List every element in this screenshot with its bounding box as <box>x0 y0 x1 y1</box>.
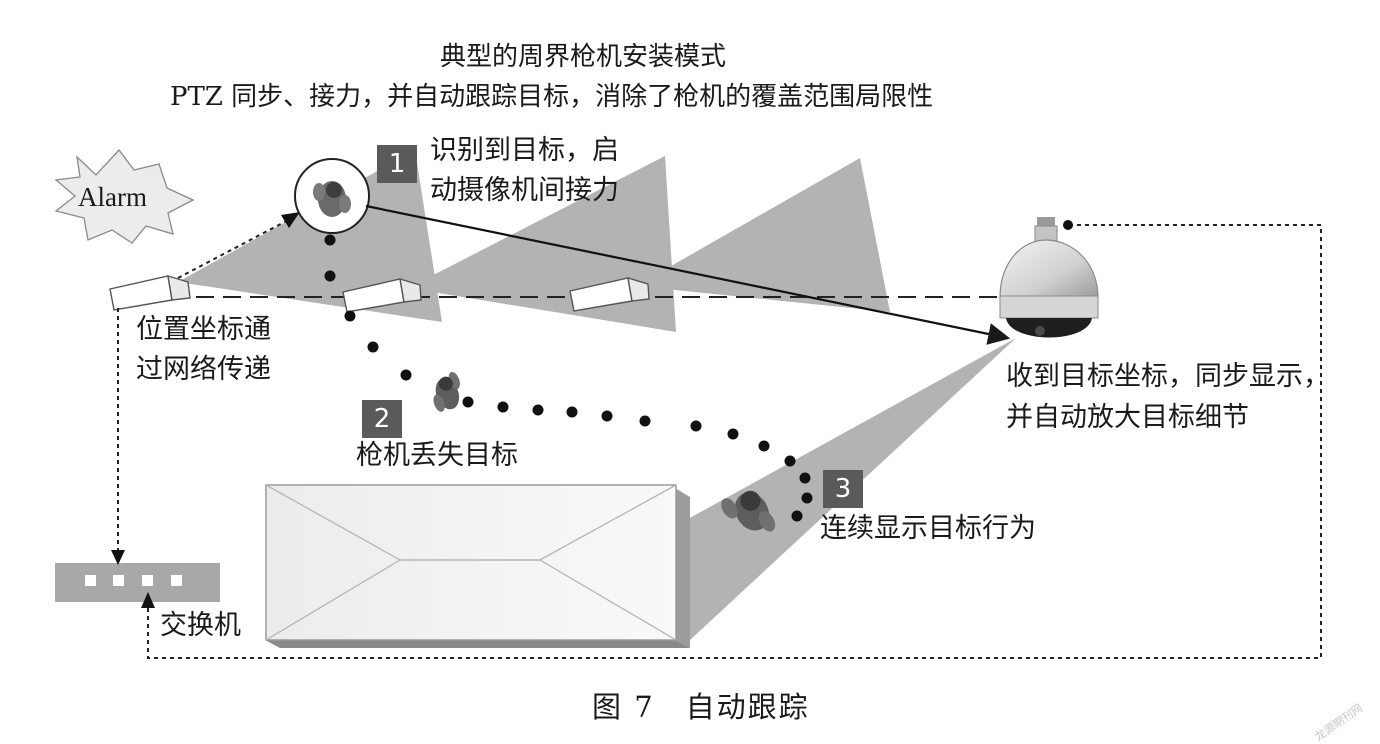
step-2-label: 枪机丢失目标 <box>356 440 518 471</box>
bullet-camera-icon <box>109 275 191 311</box>
bullet-camera-icon <box>569 277 650 312</box>
beam-camera-1 <box>178 150 442 322</box>
ptz-text-line-1: 收到目标坐标，同步显示， <box>1006 361 1330 392</box>
switch-ptz-link <box>147 224 1322 659</box>
figure-caption: 图 7 自动跟踪 <box>592 690 810 724</box>
diagram-subtitle: PTZ 同步、接力，并自动跟踪目标，消除了枪机的覆盖范围局限性 <box>170 82 934 112</box>
diagram-title: 典型的周界枪机安装模式 <box>440 42 727 72</box>
person-icon <box>721 490 776 532</box>
step-3-label: 连续显示目标行为 <box>820 513 1036 544</box>
person-icon <box>313 181 351 217</box>
target-path-dots <box>324 234 813 522</box>
step-3-badge: 3 <box>823 470 863 508</box>
ptz-text-line-2: 并自动放大目标细节 <box>1006 402 1249 433</box>
coordinate-arrow <box>365 204 1011 345</box>
alarm-label: Alarm <box>78 182 147 212</box>
network-text-line-1: 位置坐标通 <box>136 314 271 345</box>
step-1-badge: 1 <box>377 145 417 183</box>
step-1-line-2: 动摄像机间接力 <box>430 175 619 206</box>
alarm-star-icon <box>54 148 195 244</box>
network-text-line-2: 过网络传递 <box>136 354 271 385</box>
person-icon <box>433 371 460 412</box>
detection-arrow <box>177 217 293 279</box>
step-2-badge: 2 <box>362 400 402 438</box>
switch-label: 交换机 <box>160 610 241 641</box>
beam-camera-3 <box>636 158 890 312</box>
ptz-dome-camera-icon <box>999 217 1099 338</box>
building-icon <box>265 484 690 648</box>
bullet-camera-icon <box>342 278 422 313</box>
step-1-line-1: 识别到目标，启 <box>430 135 619 166</box>
network-switch-icon <box>55 563 220 602</box>
